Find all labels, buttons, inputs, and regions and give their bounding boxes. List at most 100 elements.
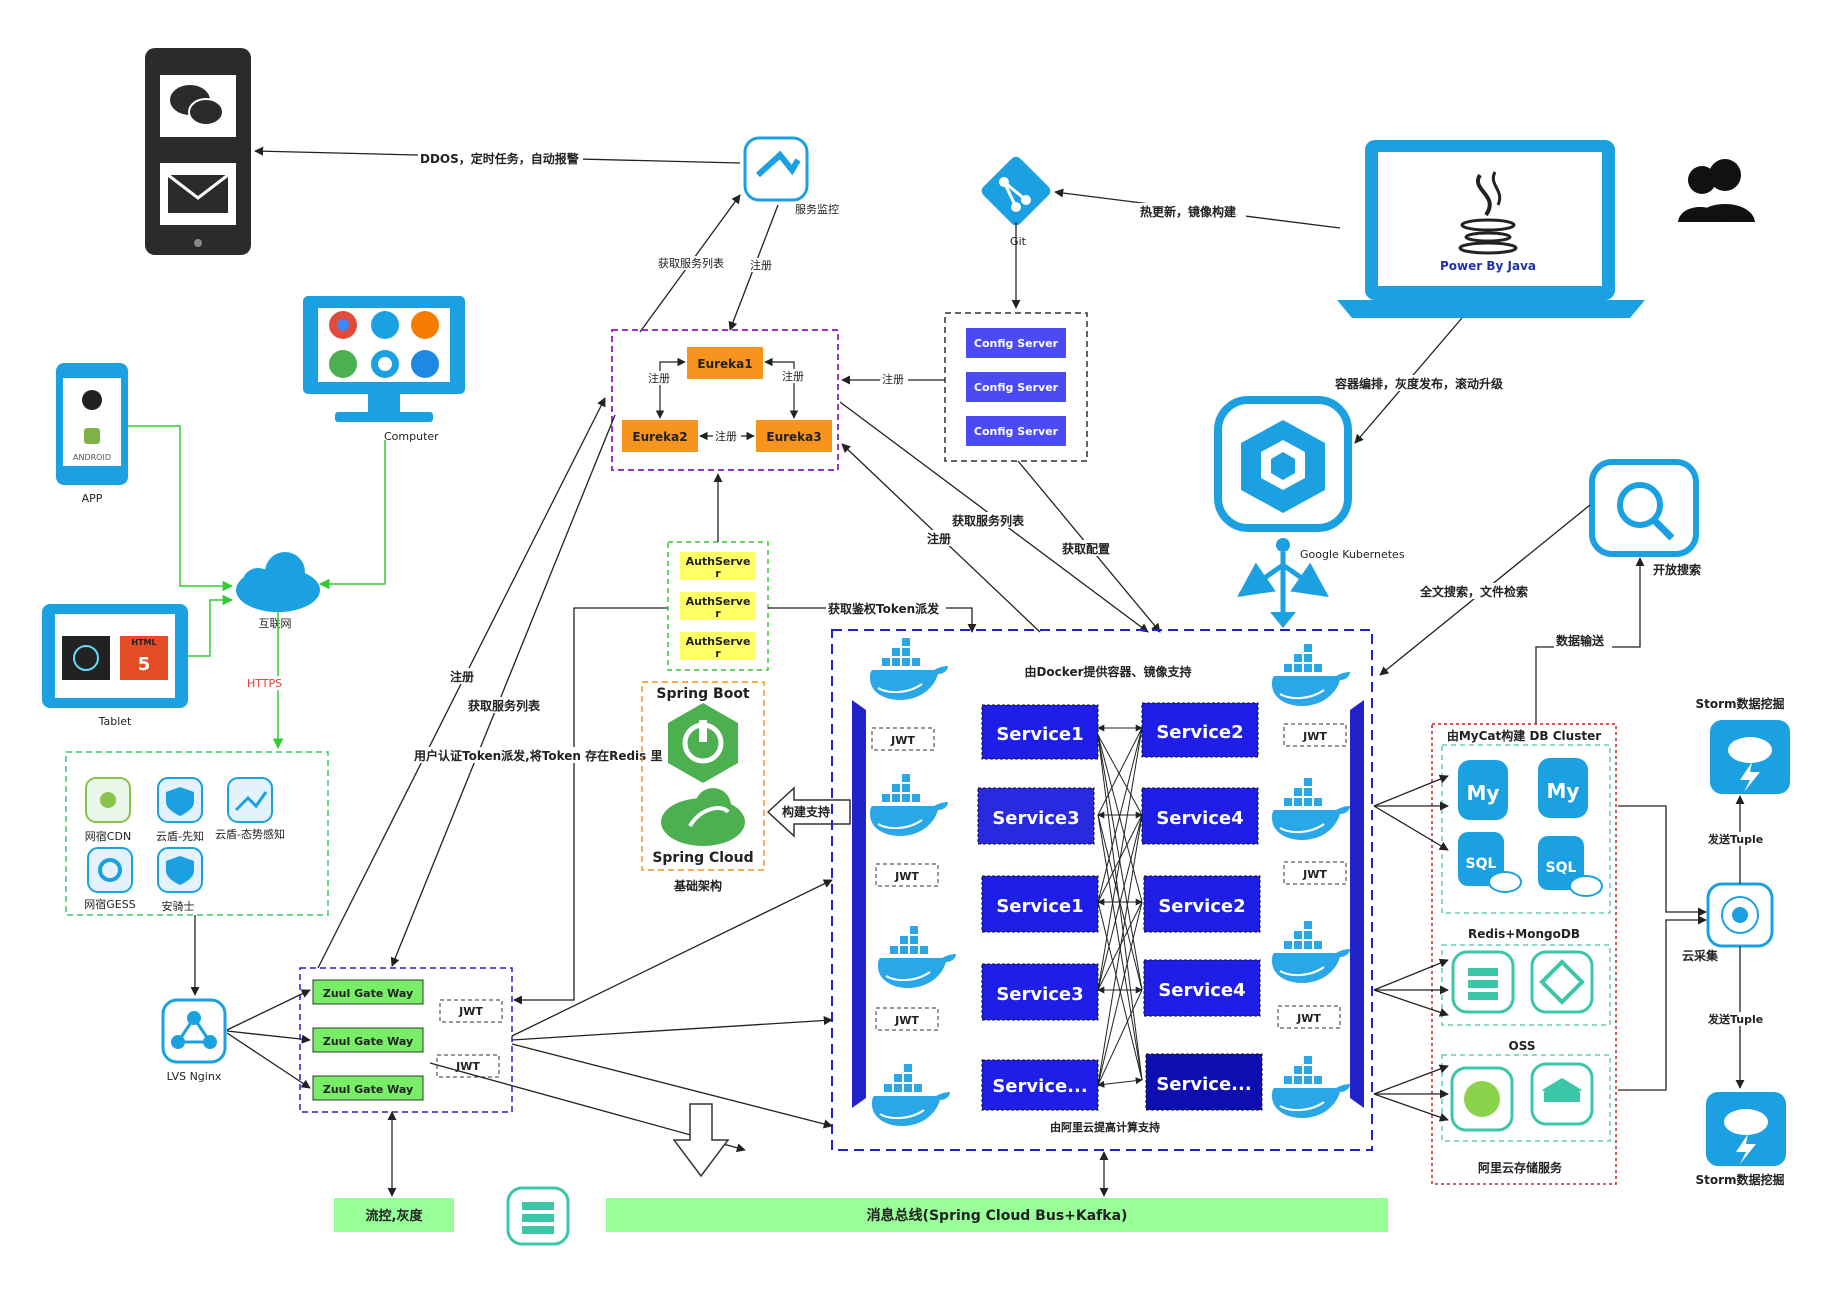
java-icon [1458,171,1518,255]
svg-text:ANDROID: ANDROID [73,453,111,462]
git-icon [981,156,1051,226]
svg-text:Service2: Service2 [1156,722,1243,743]
service-monitor-icon [743,136,809,202]
svg-text:Eureka2: Eureka2 [632,430,687,444]
auth-server-2: AuthServe r [680,592,756,620]
db-cluster [1431,723,1617,1185]
spring-base-label: 基础架构 [673,878,722,893]
svg-text:r: r [715,567,721,580]
storm-icon [1706,1092,1786,1166]
open-search-icon [1589,459,1699,557]
tuple-down-label: 发送Tuple [1707,1012,1763,1026]
guard-icon [157,847,203,893]
svg-text:Service1: Service1 [996,724,1083,745]
left-register-label: 注册 [450,669,474,684]
aliyun-storage-label: 阿里云存储服务 [1478,1160,1563,1175]
docker-jwt-l1: JWT [871,727,935,751]
service-r3-right: Service4 [1143,959,1261,1017]
https-label: HTTPS [247,677,282,690]
docker-whale-icon [871,1063,951,1127]
app-label: APP [82,492,103,505]
mobile-notification-device [145,48,251,255]
docker-whale-icon [869,637,949,701]
service-r0-right: Service2 [1141,702,1259,758]
docker-register-label: 注册 [927,531,951,546]
docker-right-bar [1350,700,1364,1108]
security-item-0: 网宿CDN [85,829,131,843]
docker-fetch-list-label: 获取服务列表 [951,513,1025,528]
svg-text:r: r [715,607,721,620]
mail-icon [167,173,229,213]
svg-text:Zuul Gate Way: Zuul Gate Way [323,987,413,1000]
docker-to-db-arrows [1373,774,1449,1122]
monitor-label: 服务监控 [795,202,839,216]
svg-text:AuthServe: AuthServe [686,595,751,608]
transfer-label: 数据输送 [1556,633,1605,648]
zuul-jwt-1: JWT [439,999,503,1023]
docker-whale-icon [1271,643,1351,707]
service-r1-right: Service4 [1141,787,1259,845]
docker-whale-icon [1271,1055,1351,1119]
tablet-label: Tablet [98,715,132,728]
zuul-gateway-1: Zuul Gate Way [312,979,424,1005]
spring-cloud-icon [661,788,745,846]
svg-text:Eureka3: Eureka3 [766,430,821,444]
auth-token-label: 获取鉴权Token派发 [827,601,940,616]
build-support-arrow: 构建支持 [766,786,851,838]
svg-text:流控,灰度: 流控,灰度 [366,1208,424,1224]
shield-icon [157,777,203,823]
eureka-cluster [611,329,839,471]
ddos-label: DDOS，定时任务，自动报警 [420,151,579,166]
k8s-deploy-arrows-icon [1237,538,1329,628]
storage-icon [1530,1062,1594,1126]
left-fetch-label: 获取服务列表 [467,698,541,713]
sql-cloud-icon: SQL [1538,836,1603,897]
service-r3-left: Service3 [981,963,1099,1021]
down-arrow-icon [672,1103,730,1178]
svg-text:Service...: Service... [992,1076,1087,1097]
svg-text:SQL: SQL [1466,856,1497,872]
mysql-icon: My [1538,758,1588,818]
storm-bottom-label: Storm数据挖掘 [1695,1172,1784,1187]
app-phone-icon: ANDROID [56,363,128,485]
config-server-2: Config Server [966,372,1066,402]
tuple-up-label: 发送Tuple [1707,832,1763,846]
svg-text:JWT: JWT [1296,1012,1321,1025]
k8s-arrow-label: 容器编排，灰度发布，滚动升级 [1334,376,1503,391]
laptop-caption: Power By Java [1440,259,1536,273]
fulltext-label: 全文搜索，文件检索 [1419,584,1528,599]
svg-text:JWT: JWT [455,1060,480,1073]
docker-left-bar [852,700,866,1108]
svg-text:Config Server: Config Server [974,337,1059,350]
java-laptop: Power By Java [1337,140,1645,318]
auth-server-1: AuthServe r [680,552,756,580]
sql-cloud-icon: SQL [1458,832,1522,893]
svg-text:Service4: Service4 [1156,808,1243,829]
docker-title: 由Docker提供容器、镜像支持 [1024,664,1191,679]
auth-server-3: AuthServe r [680,632,756,660]
redis-icon [1451,950,1515,1014]
oss-icon [1450,1066,1514,1132]
svg-text:Zuul Gate Way: Zuul Gate Way [323,1035,413,1048]
lvs-label: LVS Nginx [167,1070,222,1083]
svg-text:r: r [715,647,721,660]
docker-whale-icon [1271,777,1351,841]
svg-text:Eureka1: Eureka1 [697,357,752,371]
docker-jwt-l2: JWT [875,863,939,887]
eureka-reg-right: 注册 [782,369,804,383]
service-r0-left: Service1 [981,704,1099,760]
docker-jwt-r3: JWT [1277,1005,1341,1029]
svg-text:Service...: Service... [1156,1074,1251,1095]
svg-text:My: My [1467,781,1500,805]
storm-icon [1710,720,1790,794]
fetch-config-label: 获取配置 [1061,541,1110,556]
trend-icon [227,777,273,823]
eureka2-node: Eureka2 [622,420,698,452]
svg-text:SQL: SQL [1546,860,1577,876]
eureka-reg-left: 注册 [648,371,670,385]
computer-icon [303,296,465,422]
eureka-reg-mid: 注册 [715,429,737,443]
service-r4-left: Service... [981,1059,1099,1111]
mysql-icon: My [1458,760,1508,820]
eureka3-node: Eureka3 [756,420,832,452]
